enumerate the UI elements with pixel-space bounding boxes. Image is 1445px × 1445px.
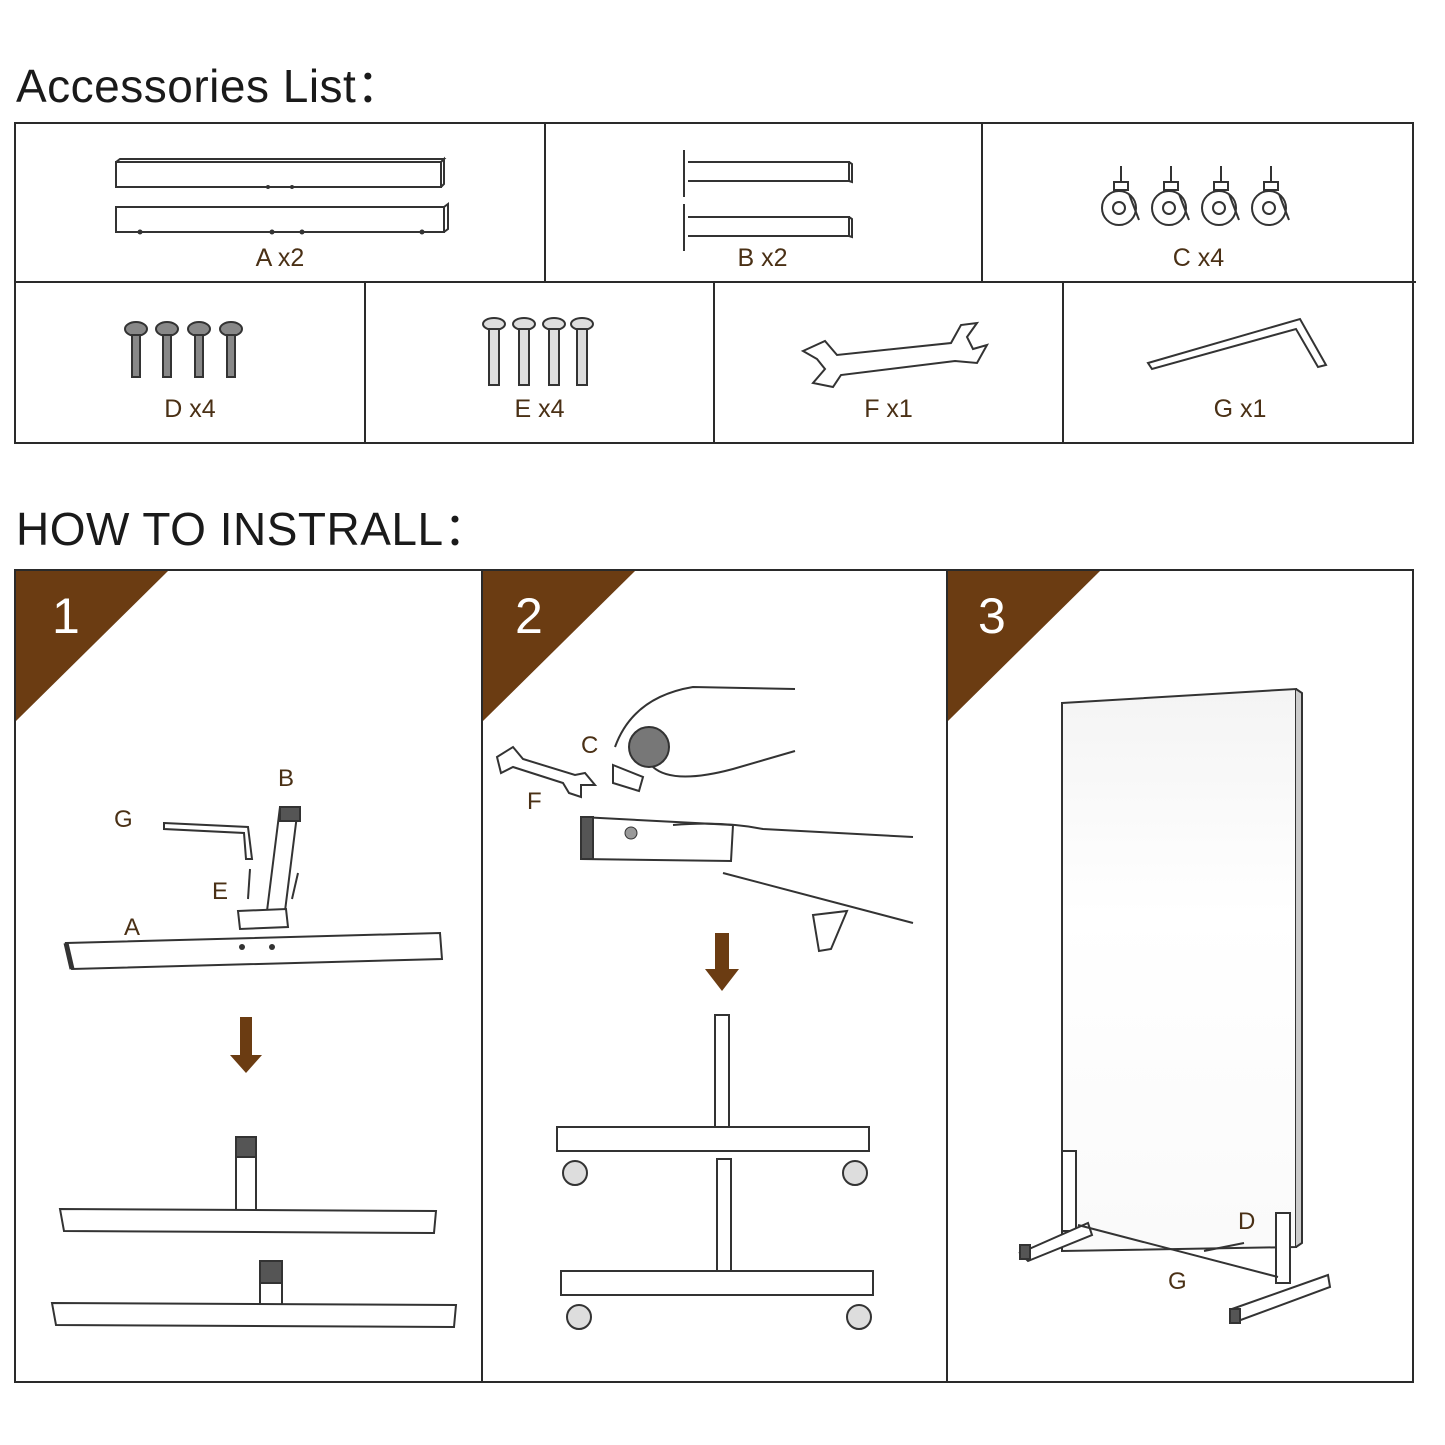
accessory-f: F x1 (715, 283, 1064, 444)
step-corner-badge (483, 571, 635, 721)
install-steps: 1 B G E A (14, 569, 1414, 1383)
accessory-label: G x1 (1213, 395, 1267, 423)
caster-wheel-icon (1101, 166, 1290, 226)
accessory-d: D x4 (16, 283, 366, 444)
bolt-icon (482, 317, 594, 386)
accessory-c: C x4 (981, 124, 1416, 283)
label-c: C (581, 732, 598, 759)
accessory-label: A x2 (255, 244, 305, 272)
accessory-label: C x4 (1172, 244, 1225, 272)
step-3-panel: 3 D G (948, 571, 1414, 1381)
label-a: A (124, 914, 140, 941)
step-2-panel: 2 C F (483, 571, 948, 1381)
accessory-a: A x2 (16, 124, 546, 283)
step-1-illustration: B G E A (50, 765, 458, 1329)
label-b: B (278, 765, 294, 792)
step-corner-badge (16, 571, 168, 721)
label-d: D (1238, 1208, 1255, 1235)
accessory-g: G x1 (1064, 283, 1416, 444)
step-corner-badge (948, 571, 1100, 721)
step-number: 1 (52, 588, 80, 644)
step-3-illustration: D G (1018, 687, 1332, 1324)
wrench-icon (800, 321, 990, 389)
step-2-illustration: C F (495, 685, 914, 1330)
accessory-e: E x4 (366, 283, 715, 444)
label-g: G (1168, 1268, 1187, 1295)
accessory-label: B x2 (737, 244, 788, 272)
accessory-label: E x4 (514, 395, 565, 423)
screw-icon (124, 321, 243, 378)
accessory-b: B x2 (544, 124, 983, 283)
label-e: E (212, 878, 228, 905)
upright-bracket-icon (683, 150, 853, 251)
accessory-label: F x1 (864, 395, 913, 423)
hex-key-icon (1146, 317, 1328, 371)
accessory-label: D x4 (164, 395, 216, 423)
accessories-grid: A x2 B x2 C x4 (14, 122, 1416, 444)
down-arrow-icon (705, 933, 739, 991)
step-number: 3 (978, 588, 1006, 644)
accessories-title: Accessories List： (16, 60, 403, 112)
steel-tube-icon (115, 156, 449, 235)
label-g: G (114, 806, 133, 833)
label-f: F (527, 788, 542, 815)
step-number: 2 (515, 588, 543, 644)
down-arrow-icon (230, 1017, 262, 1073)
step-1-panel: 1 B G E A (16, 571, 483, 1381)
install-title: HOW TO INSTRALL： (16, 503, 491, 555)
